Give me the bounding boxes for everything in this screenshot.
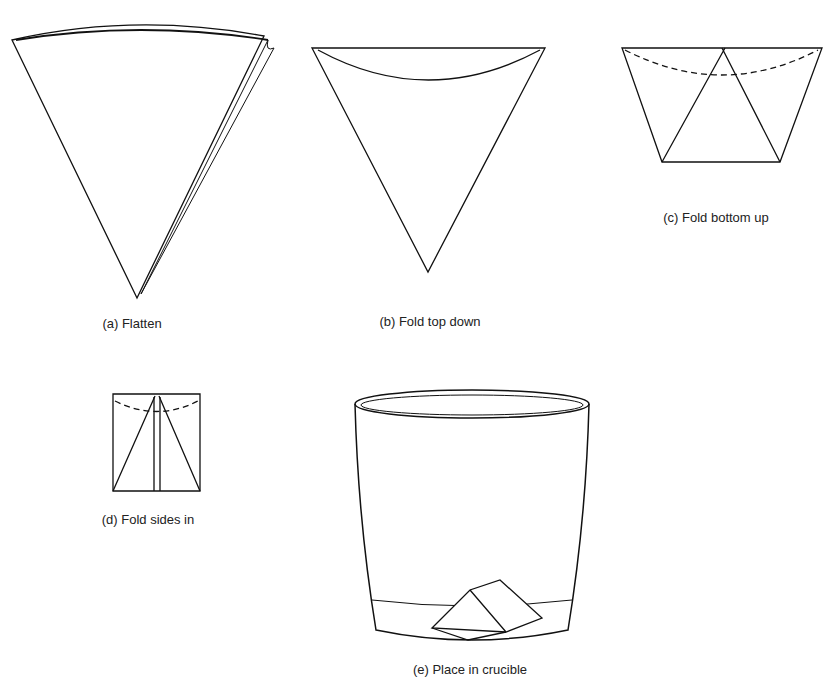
hidden-edge xyxy=(625,50,818,75)
step-caption: (d) Fold sides in xyxy=(102,512,194,527)
paper-fold-edges xyxy=(432,590,506,640)
paper-top-edge xyxy=(16,30,268,40)
fold-curve xyxy=(318,50,540,80)
folded-square-paper xyxy=(113,394,200,491)
paper-back-layer xyxy=(141,40,274,294)
step-caption: (e) Place in crucible xyxy=(413,662,527,677)
fold-lines xyxy=(113,396,200,491)
folded-top-paper xyxy=(312,48,545,272)
crucible-body xyxy=(355,404,589,640)
step-caption: (b) Fold top down xyxy=(379,314,480,329)
crucible-inner-rim xyxy=(361,395,583,415)
step-caption: (a) Flatten xyxy=(102,316,161,331)
crucible-rim xyxy=(355,390,589,418)
fold-lines xyxy=(662,48,780,162)
folded-bottom-paper xyxy=(622,48,822,162)
flattened-filter-paper xyxy=(12,25,264,298)
hidden-edge xyxy=(115,401,198,412)
step-caption: (c) Fold bottom up xyxy=(663,210,769,225)
folded-paper-in-crucible xyxy=(432,580,542,632)
